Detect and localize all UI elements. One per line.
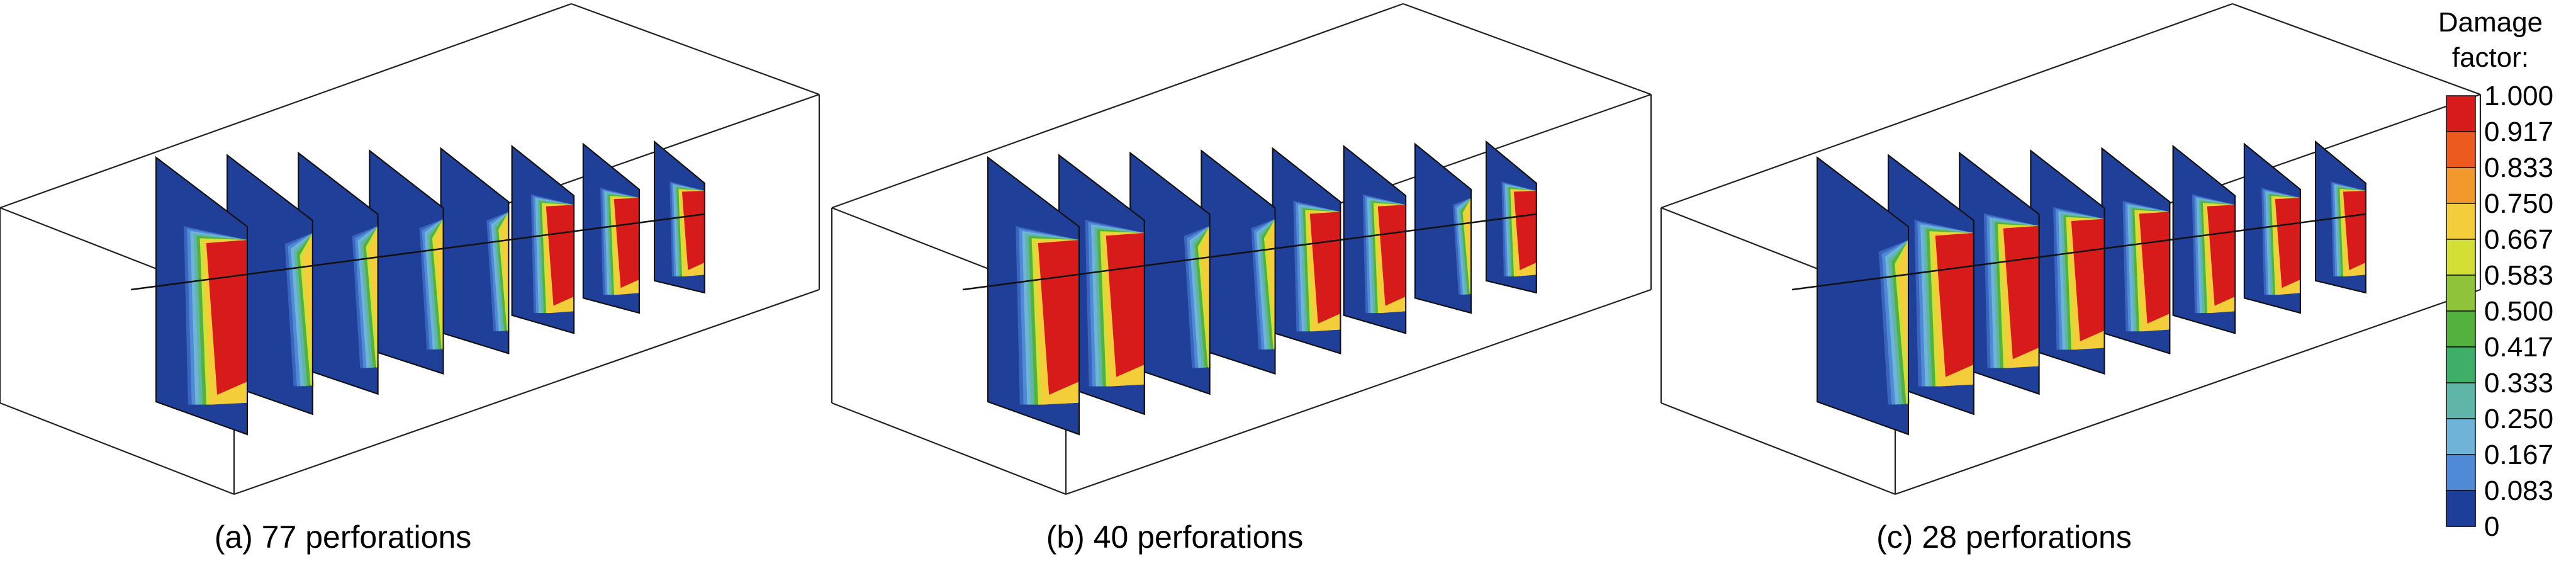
fracture-plane	[1201, 149, 1277, 375]
panel-2: (b) 40 perforations	[831, 3, 1652, 555]
fracture-plane	[369, 149, 445, 375]
fracture-plane	[155, 156, 248, 436]
legend-swatch	[2446, 131, 2476, 168]
legend-title-line2: factor:	[2452, 42, 2529, 73]
fracture-planes	[1817, 140, 2366, 436]
legend-swatch	[2446, 490, 2476, 527]
legend-swatch	[2446, 418, 2476, 455]
legend-title-line1: Damage	[2438, 7, 2543, 38]
legend-tick-label: 0.583	[2484, 260, 2553, 291]
panel-caption: (b) 40 perforations	[1046, 519, 1304, 555]
wellbore-line	[962, 213, 1537, 291]
fracture-plane	[2243, 142, 2301, 314]
fracture-plane	[227, 154, 315, 416]
fracture-plane	[1343, 145, 1407, 334]
legend-tick-label: 0.250	[2484, 404, 2553, 434]
fracture-plane	[2172, 145, 2236, 334]
fracture-plane	[1058, 154, 1145, 416]
panel-1: (a) 77 perforations	[0, 3, 820, 555]
legend-swatch	[2446, 310, 2476, 348]
legend-tick-label: 0.333	[2484, 368, 2553, 399]
legend-tick-label: 0.417	[2484, 332, 2553, 363]
legend-tick-label: 0.667	[2484, 224, 2553, 255]
panel-3: (c) 28 perforations	[1660, 3, 2482, 555]
colorbar-legend: Damage factor: 1.000 0.917 0.833 0.750 0.667…	[2438, 7, 2553, 542]
fracture-plane	[1888, 154, 1974, 416]
fracture-plane	[1817, 156, 1910, 436]
legend-swatch	[2446, 382, 2476, 419]
legend-swatch	[2446, 454, 2476, 491]
fracture-plane	[1414, 142, 1472, 314]
fracture-plane	[298, 151, 379, 395]
legend-swatch	[2446, 275, 2476, 312]
legend-tick-label: 0.083	[2484, 475, 2553, 506]
fracture-plane	[1272, 147, 1341, 354]
fracture-plane	[2315, 140, 2366, 294]
fracture-planes	[987, 140, 1537, 436]
fracture-plane	[2030, 149, 2105, 375]
legend-tick-label: 0.500	[2484, 296, 2553, 327]
legend-tick-label: 0.833	[2484, 152, 2553, 183]
legend-tick-label: 1.000	[2484, 81, 2553, 111]
fracture-plane	[1129, 151, 1211, 395]
fracture-plane	[440, 147, 510, 354]
legend-swatch	[2446, 167, 2476, 204]
fracture-plane	[2101, 147, 2171, 354]
legend-tick-label: 0	[2484, 511, 2499, 542]
legend-tick-label: 0.167	[2484, 439, 2553, 470]
fracture-planes	[155, 140, 705, 436]
fracture-plane	[582, 142, 640, 314]
wellbore-line	[1791, 213, 2366, 291]
legend-tick-label: 0.750	[2484, 188, 2553, 219]
fracture-plane	[1486, 140, 1537, 294]
legend-swatch	[2446, 203, 2476, 240]
legend-tick-label: 0.917	[2484, 116, 2553, 147]
panels-group: (a) 77 perforations (b) 40 perforations (c…	[0, 3, 2482, 555]
panel-caption: (c) 28 perforations	[1876, 519, 2132, 555]
fracture-plane	[654, 140, 705, 294]
legend-tick-labels: 1.000 0.917 0.833 0.750 0.667 0.583 0.500 0.417…	[2484, 81, 2553, 542]
legend-swatches	[2446, 95, 2476, 527]
legend-swatch	[2446, 95, 2476, 132]
panel-caption: (a) 77 perforations	[215, 519, 472, 555]
fracture-plane	[511, 145, 575, 334]
wellbore-line	[130, 213, 705, 291]
legend-swatch	[2446, 239, 2476, 276]
legend-swatch	[2446, 346, 2476, 383]
